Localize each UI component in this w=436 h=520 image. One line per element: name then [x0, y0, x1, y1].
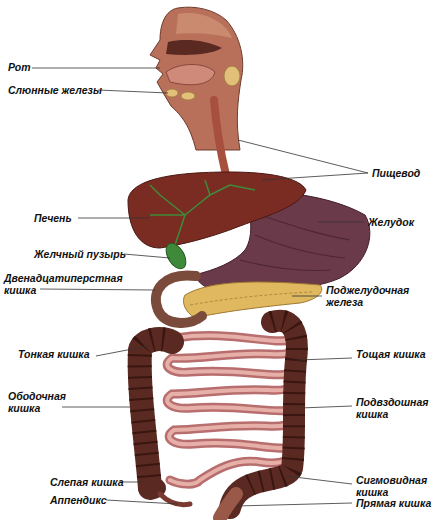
leader-line [124, 254, 170, 258]
descending-colon [230, 321, 297, 508]
tongue [166, 65, 215, 85]
part-label: Двенадцатиперстная кишка [4, 272, 122, 296]
leader-line [318, 222, 364, 223]
part-label: Прямая кишка [356, 497, 431, 509]
small-intestine [167, 336, 297, 485]
part-label: Подвздошная кишка [356, 396, 434, 420]
gallbladder [162, 240, 190, 272]
part-label: Поджелудочная железа [326, 284, 434, 308]
pancreas-duct [190, 292, 312, 305]
salivary-gland [181, 92, 195, 100]
liver [128, 172, 306, 248]
leader-line [98, 90, 168, 93]
leader-line [32, 68, 160, 69]
small-intestine-highlight [167, 336, 297, 485]
part-label: Слюнные железы [8, 84, 102, 96]
stomach-folds [240, 215, 350, 271]
leader-line [106, 500, 178, 504]
leader-line [298, 358, 352, 360]
parotid-gland [224, 66, 240, 86]
leader-lines [32, 68, 368, 506]
leader-line [62, 407, 130, 408]
leader-line [238, 140, 368, 173]
leader-line [236, 503, 352, 506]
nasal-cavity [166, 40, 222, 55]
part-label: Желудок [368, 216, 414, 228]
rectum [220, 494, 236, 518]
part-label: Слепая кишка [50, 476, 124, 488]
head-section [150, 7, 243, 150]
ascending-colon [140, 339, 172, 488]
part-label: Тощая кишка [356, 348, 426, 360]
leader-line [292, 296, 322, 297]
part-label: Пищевод [372, 167, 420, 179]
leader-line [78, 218, 150, 219]
leader-line [96, 346, 148, 356]
part-label: Сигмовидная кишка [356, 474, 434, 498]
part-label: Желчный пузырь [34, 248, 126, 260]
part-label: Печень [34, 212, 72, 224]
brain-area [176, 13, 232, 38]
duodenum [156, 275, 202, 322]
part-label: Аппендикс [50, 494, 107, 506]
leader-line [262, 173, 368, 180]
descending-colon-haustra [250, 321, 297, 485]
leader-line [300, 406, 352, 408]
bile-ducts [150, 180, 255, 245]
part-label: Ободочная кишка [8, 390, 76, 414]
leader-line [286, 476, 352, 484]
ascending-colon-haustra [140, 339, 172, 488]
part-label: Тонкая кишка [18, 348, 90, 360]
leader-line [40, 289, 155, 290]
part-label: Рот [8, 61, 31, 73]
